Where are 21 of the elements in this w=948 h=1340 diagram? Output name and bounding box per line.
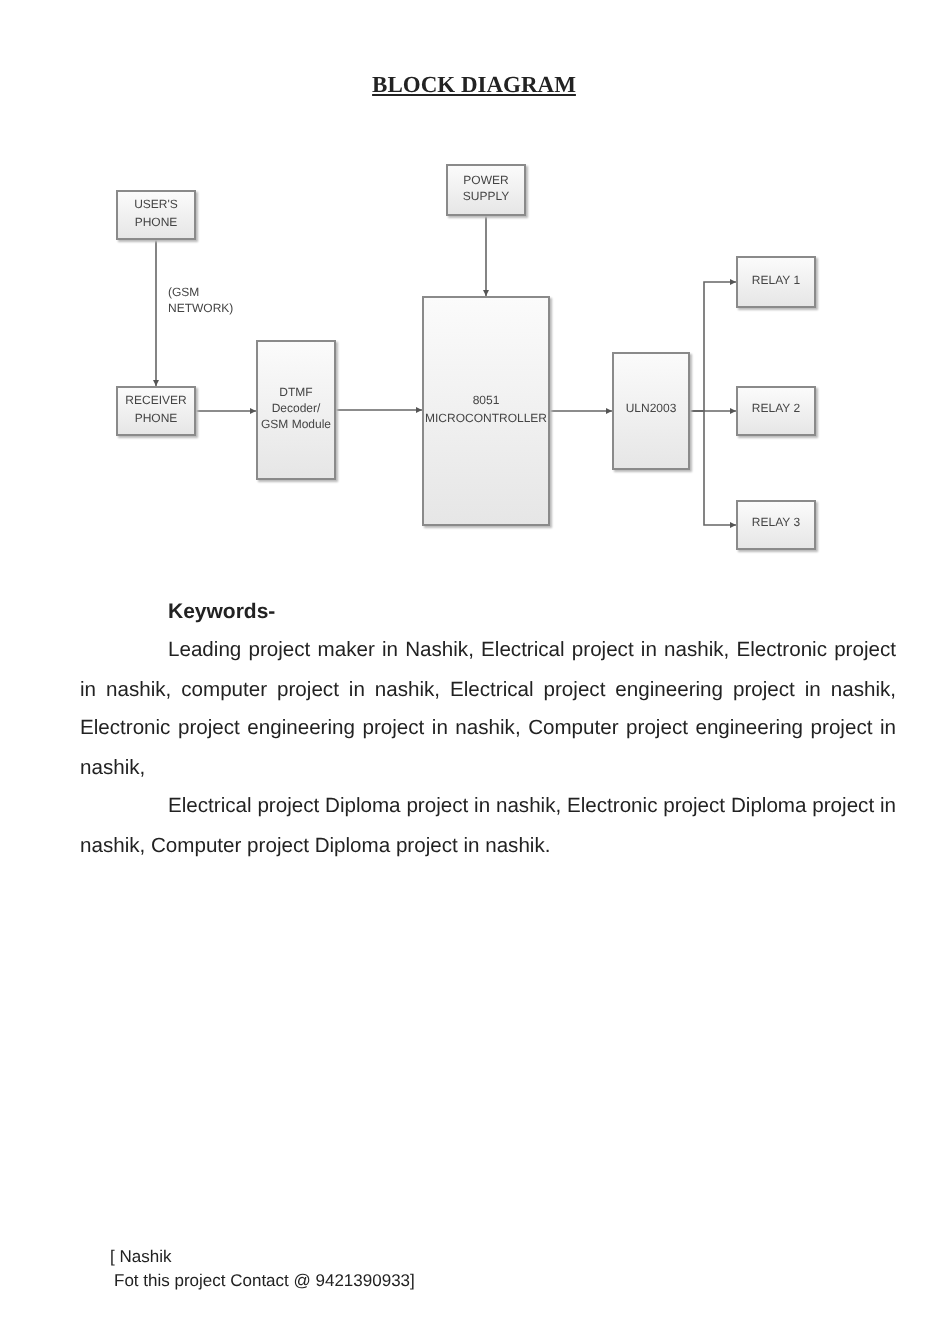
block-box [422, 296, 550, 526]
block-box [256, 340, 336, 480]
block-box [116, 190, 196, 240]
block-box [446, 164, 526, 216]
arrow [549, 407, 613, 415]
block-box [612, 352, 690, 470]
arrow [482, 215, 490, 297]
footer-text: [ Nashik [110, 1244, 174, 1268]
keywords-paragraph: Leading project maker in Nashik, Electrical project in nashik, Electronic project in nashik, computer project in nashik, Electrical project engineering project in nashik, Electronic project engineering project in nashik, Computer project engineering project in nashik, [80, 638, 896, 783]
arrow [195, 407, 257, 415]
heading: Keywords- [168, 598, 278, 628]
block-box [736, 386, 816, 436]
block-box [736, 500, 816, 550]
block-box [736, 256, 816, 308]
arrow [152, 239, 160, 387]
arrow [689, 410, 737, 529]
block-box [116, 386, 196, 436]
keywords-paragraph: Electrical project Diploma project in nashik, Electronic project Diploma project in nashik, Computer project Diploma project in nashik. [80, 794, 896, 861]
footer-text: Fot this project Contact @ 9421390933] [114, 1268, 417, 1292]
arrow [335, 406, 423, 414]
title: BLOCK DIAGRAM [370, 74, 578, 98]
